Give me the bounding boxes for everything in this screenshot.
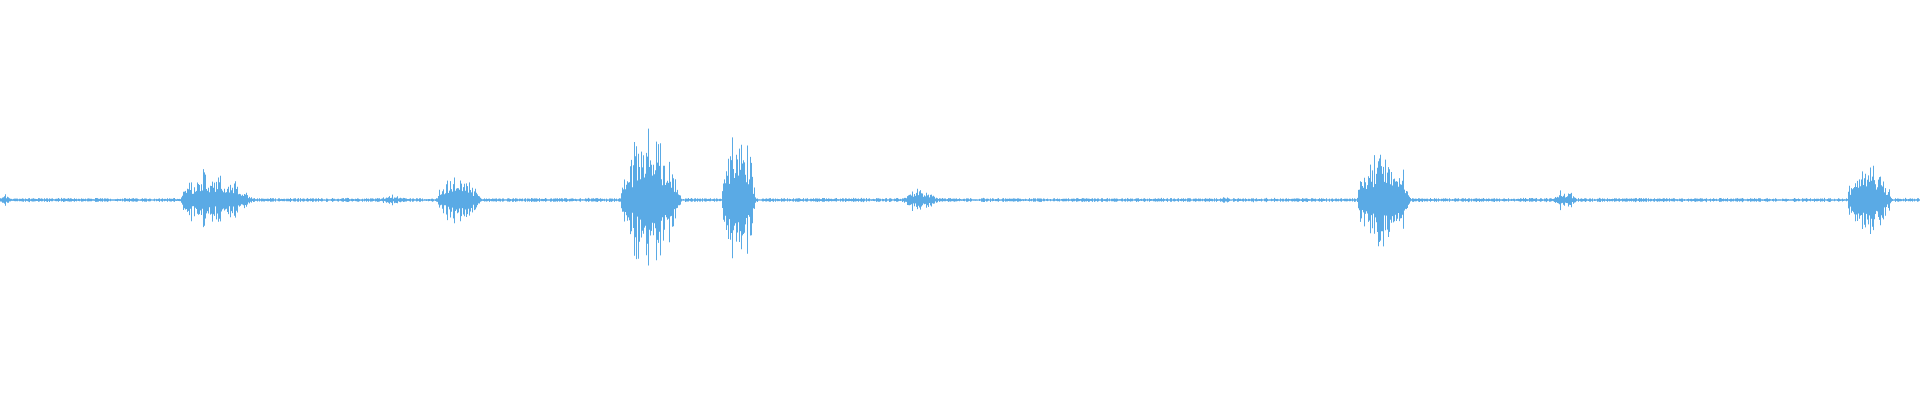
waveform-bars — [0, 128, 1920, 266]
waveform-signal-path — [0, 128, 1920, 266]
